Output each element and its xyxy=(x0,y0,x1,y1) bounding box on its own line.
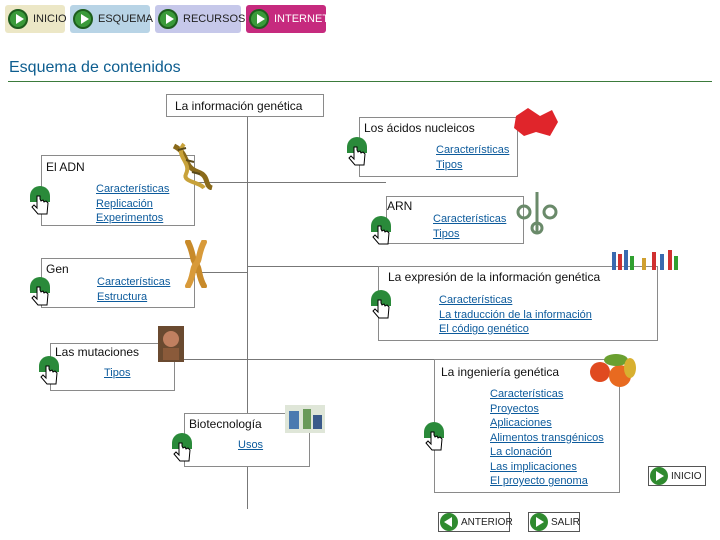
expresion-link-caracteristicas[interactable]: Características xyxy=(439,294,513,306)
nav-internet-button[interactable]: INTERNET xyxy=(246,5,329,33)
connector-mutaciones xyxy=(175,359,247,360)
hand-cursor-icon[interactable] xyxy=(170,433,196,463)
hand-cursor-icon[interactable] xyxy=(28,186,54,216)
connector-trunk xyxy=(247,117,248,509)
gen-link-estructura[interactable]: Estructura xyxy=(97,290,148,303)
biotec-box: Biotecnología Usos xyxy=(184,413,310,467)
biotec-link-usos[interactable]: Usos xyxy=(238,439,264,451)
inicio-button-label: INICIO xyxy=(671,470,702,482)
acidos-link-tipos[interactable]: Tipos xyxy=(436,158,463,171)
play-icon xyxy=(249,9,269,29)
biotec-title: Biotecnología xyxy=(189,417,262,431)
dna-helix-icon xyxy=(172,142,214,190)
ingenieria-link-caracteristicas[interactable]: Características xyxy=(490,388,564,400)
gene-sequence-icon xyxy=(612,250,678,270)
arn-title: ARN xyxy=(387,199,413,213)
mutaciones-title: Las mutaciones xyxy=(55,345,140,359)
play-icon xyxy=(73,9,93,29)
expresion-link-codigo[interactable]: El código genético xyxy=(439,323,529,335)
ingenieria-link-genoma[interactable]: El proyecto genoma xyxy=(490,475,588,487)
mutaciones-link-tipos[interactable]: Tipos xyxy=(104,367,131,379)
nav-esquema-button[interactable]: ESQUEMA xyxy=(70,5,154,33)
anterior-button[interactable]: ANTERIOR xyxy=(438,512,513,532)
expresion-title: La expresión de la información genética xyxy=(388,270,601,284)
connector-adn xyxy=(195,182,247,183)
anterior-button-label: ANTERIOR xyxy=(461,516,513,528)
connector-ingenieria xyxy=(247,359,434,360)
back-arrow-icon xyxy=(440,513,458,531)
arn-box: ARN Características Tipos xyxy=(386,196,524,244)
play-icon xyxy=(650,467,668,485)
ingenieria-link-alimentos[interactable]: Alimentos transgénicos xyxy=(490,431,604,444)
ingenieria-link-clonacion[interactable]: La clonación xyxy=(490,446,552,458)
adn-link-caracteristicas[interactable]: Características xyxy=(96,183,170,195)
adn-link-replicacion[interactable]: Replicación xyxy=(96,197,153,210)
gen-box: Gen Características Estructura xyxy=(41,258,195,308)
play-icon xyxy=(158,9,178,29)
connector-expresion xyxy=(247,266,378,267)
mutaciones-box: Las mutaciones Tipos xyxy=(50,343,175,391)
chromosome-icon xyxy=(185,240,207,288)
ingenieria-link-aplicaciones[interactable]: Aplicaciones xyxy=(490,417,552,429)
ingenieria-link-proyectos[interactable]: Proyectos xyxy=(490,402,539,415)
play-icon xyxy=(530,513,548,531)
ingenieria-link-implicaciones[interactable]: Las implicaciones xyxy=(490,460,577,473)
play-icon xyxy=(8,9,28,29)
trna-icon xyxy=(516,192,558,235)
nav-internet-label: INTERNET xyxy=(274,13,329,25)
page-title: Esquema de contenidos xyxy=(9,59,181,76)
salir-button-label: SALIR xyxy=(551,516,580,528)
root-title: La información genética xyxy=(175,99,303,113)
molecule-icon xyxy=(514,108,558,136)
inicio-button[interactable]: INICIO xyxy=(648,466,706,486)
hand-cursor-icon[interactable] xyxy=(345,137,371,167)
adn-link-experimentos[interactable]: Experimentos xyxy=(96,212,164,224)
connector-gen xyxy=(170,272,247,273)
acidos-link-caracteristicas[interactable]: Características xyxy=(436,144,510,156)
laboratory-photo-icon xyxy=(285,405,325,433)
salir-button[interactable]: SALIR xyxy=(528,512,580,532)
nav-recursos-button[interactable]: RECURSOS xyxy=(155,5,245,33)
nav-recursos-label: RECURSOS xyxy=(183,13,246,25)
connector-biotec xyxy=(247,409,248,410)
adn-title: El ADN xyxy=(46,160,85,174)
gen-title: Gen xyxy=(46,262,69,276)
arn-link-tipos[interactable]: Tipos xyxy=(433,227,460,240)
nav-inicio-label: INICIO xyxy=(33,13,67,25)
expresion-link-traduccion[interactable]: La traducción de la información xyxy=(439,308,592,321)
hand-cursor-icon[interactable] xyxy=(37,356,63,386)
hand-cursor-icon[interactable] xyxy=(28,277,54,307)
gen-link-caracteristicas[interactable]: Características xyxy=(97,276,171,288)
title-divider xyxy=(8,81,712,82)
monkey-photo-icon xyxy=(158,326,184,362)
hand-cursor-icon[interactable] xyxy=(369,216,395,246)
nav-esquema-label: ESQUEMA xyxy=(98,13,154,25)
hand-cursor-icon[interactable] xyxy=(422,422,448,452)
expresion-box: La expresión de la información genética … xyxy=(378,266,658,341)
nav-inicio-button[interactable]: INICIO xyxy=(5,5,67,33)
acidos-box: Los ácidos nucleicos Características Tip… xyxy=(359,117,518,177)
arn-link-caracteristicas[interactable]: Características xyxy=(433,213,507,225)
root-box: La información genética xyxy=(166,94,324,117)
acidos-title: Los ácidos nucleicos xyxy=(364,121,475,135)
connector-arn xyxy=(247,182,386,183)
ingenieria-title: La ingeniería genética xyxy=(441,365,560,379)
hand-cursor-icon[interactable] xyxy=(369,290,395,320)
vegetables-photo-icon xyxy=(590,354,636,387)
